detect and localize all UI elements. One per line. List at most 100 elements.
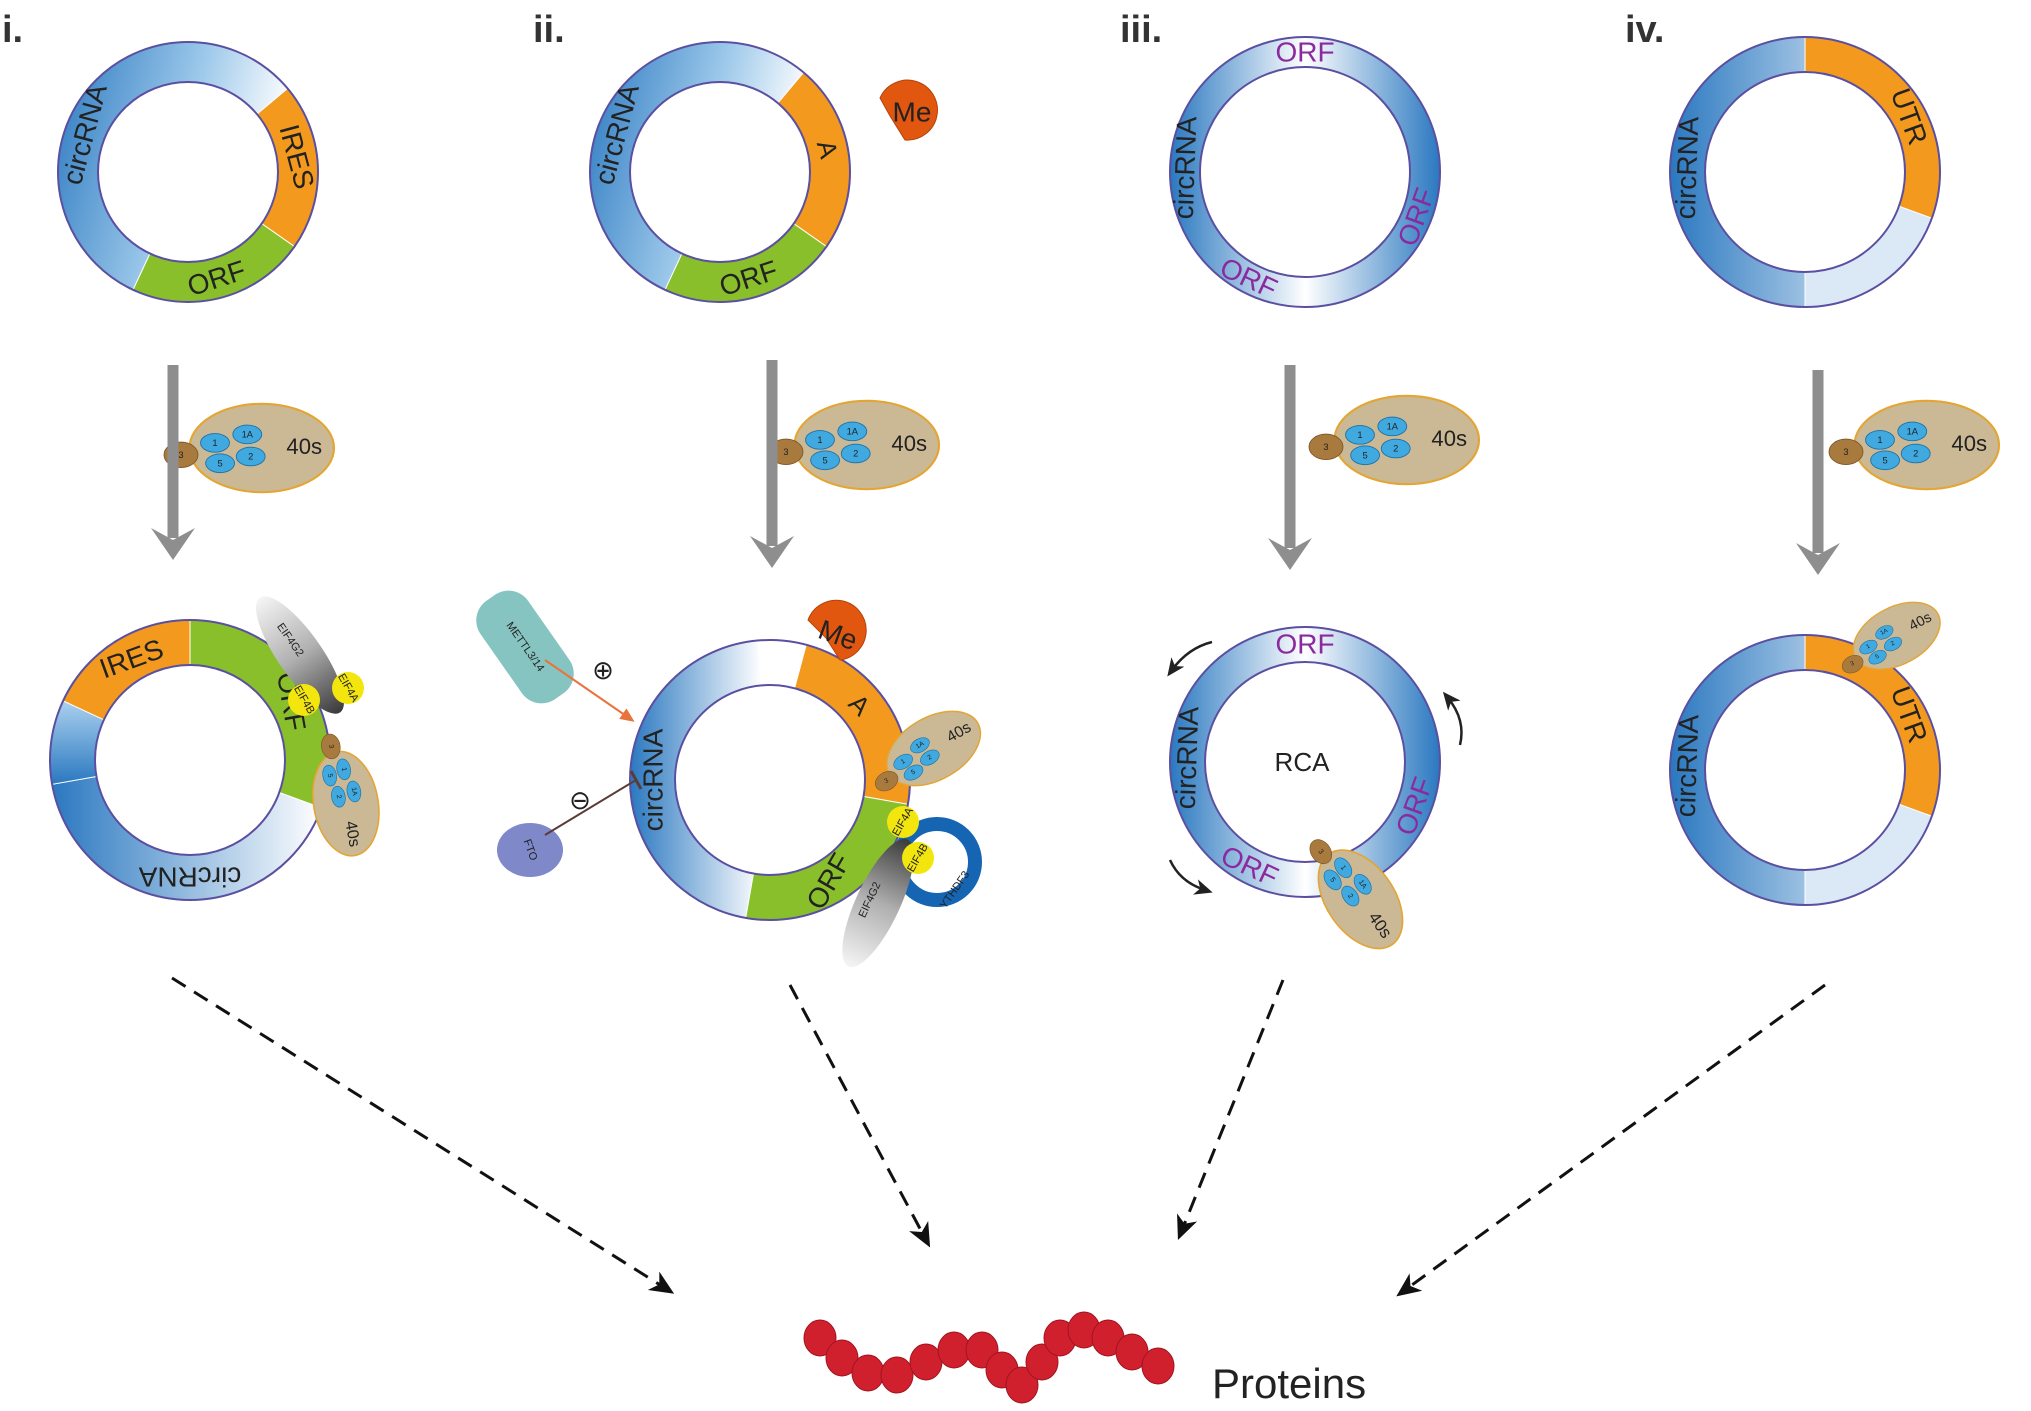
p4-bot-ribosome-factor-label-1: 1A: [1880, 628, 1890, 637]
p4-free-ribosome-factor-label-2: 5: [1882, 455, 1887, 465]
p2-free-ribosome-factor-0: [805, 430, 835, 450]
p1-bot-ribosome-f3: [321, 733, 341, 760]
p1-free-ribosome-label: 40s: [286, 434, 322, 459]
p4-bot-ribosome-f3: [1841, 655, 1864, 674]
p2-free-ribosome-factor-3: [840, 443, 871, 464]
p2-top-me-shape: [879, 79, 938, 141]
p3-top-ring-inner: [1199, 66, 1411, 278]
p1-free-ribosome-factor-label-0: 1: [212, 438, 217, 448]
p2-eif4a-shape: [887, 806, 919, 838]
p1-bot-ribosome-factor-label-0: 1: [340, 767, 348, 772]
protein-bead-8: [1005, 1366, 1039, 1404]
p4-free-ribosome-factor-0: [1865, 430, 1895, 450]
p3-bot-ring-outer: [1169, 626, 1441, 898]
gray-arrow-head-1: [750, 536, 794, 568]
p4-top-ring-inner: [1704, 71, 1906, 273]
p3-free-ribosome-factor-label-1: 1A: [1387, 421, 1399, 431]
p2-bot-ribosome-factor-1: [910, 737, 930, 754]
p3-free-ribosome-f3-label: 3: [1323, 442, 1328, 452]
protein-bead-3: [880, 1356, 914, 1394]
p4-free-ribosome-factor-2: [1870, 450, 1900, 471]
p2-free-ribosome-f3-label: 3: [783, 447, 788, 457]
p3-bot-ribosome-factor-label-3: 2: [1346, 892, 1355, 900]
protein-bead-2: [851, 1354, 885, 1392]
p3-bot-orf1-label: ORF: [1275, 629, 1334, 660]
p1-free-ribosome-factor-3: [235, 446, 266, 467]
p2-mettl-arrow: [544, 659, 635, 722]
p2-eif4g2-shape: [842, 838, 914, 968]
protein-bead-4: [909, 1343, 943, 1381]
p4-free-ribosome-factor-1: [1897, 421, 1928, 442]
p4-free-ribosome-factor-label-1: 1A: [1907, 426, 1919, 436]
p4-free-ribosome-factor-label-0: 1: [1877, 435, 1882, 445]
p3-top-orf1-label: ORF: [1275, 37, 1334, 68]
p2-minus-sign: ⊖: [569, 785, 591, 815]
p3-free-ribosome-factor-1: [1377, 416, 1408, 437]
p4-bot-ribosome-factor-0: [1859, 639, 1878, 655]
p4-free-ribosome-f3-label: 3: [1843, 447, 1848, 457]
p4-top-circ-label: circRNA: [1670, 116, 1705, 220]
p2-free-ribosome-factor-label-2: 5: [822, 455, 827, 465]
gray-arrow-head-0: [151, 528, 195, 560]
p4-bot-ribosome-factor-label-3: 2: [1890, 640, 1896, 647]
p2-fto-bar: [629, 770, 643, 790]
p4-bot-circ-label: circRNA: [1670, 714, 1705, 818]
dashed-arrow-1: [788, 984, 931, 1248]
p3-rot-arrow-2: [1442, 691, 1463, 746]
p2-free-ribosome-factor-2: [810, 450, 840, 471]
p3-bot-ribosome-factor-3: [1341, 885, 1360, 907]
p4-free-ribosome-factor-label-3: 2: [1913, 449, 1918, 459]
p4-bot-ribosome-factor-label-0: 1: [1866, 643, 1872, 650]
gray-arrow-head-2: [1268, 538, 1312, 570]
p1-eif4a-shape: [332, 672, 364, 704]
p3-top-ring-outer: [1169, 36, 1441, 308]
p1-bot-ribosome-factor-0: [336, 758, 351, 781]
p1-top-ring-outer: [57, 41, 319, 303]
p2-bot-ring-inner: [674, 684, 866, 876]
arrows-layer: [151, 360, 1840, 1297]
p1-top-ring-inner: [97, 81, 279, 263]
p3-bot-ring-inner: [1204, 661, 1406, 863]
p2-bot-ribosome-f3: [874, 771, 899, 792]
p2-fto-line: [544, 779, 637, 836]
p3-free-ribosome-factor-label-0: 1: [1357, 430, 1362, 440]
p2-bot-ribosome-factor-3: [920, 749, 940, 766]
p2-fto-shape: [497, 823, 563, 877]
p2-mettl-shape: [476, 590, 574, 704]
p3-free-ribosome-factor-2: [1350, 445, 1380, 466]
p3-free-ribosome-factor-label-2: 5: [1362, 450, 1367, 460]
p4-top-ring-outer: [1669, 36, 1941, 308]
p2-bot-ribosome-factor-label-3: 2: [926, 753, 933, 761]
p3-bot-ribosome-f3-label: 3: [1316, 848, 1325, 856]
panel-label-iv: iv.: [1625, 9, 1664, 51]
p2-free-ribosome-factor-1: [837, 421, 868, 442]
p1-bot-ribosome-factor-2: [322, 764, 337, 787]
p3-free-ribosome-factor-0: [1345, 425, 1375, 445]
p3-rot-arrow-3: [1168, 859, 1213, 895]
p2-plus-sign: ⊕: [592, 655, 614, 685]
p3-free-ribosome-factor-3: [1380, 438, 1411, 459]
p4-bot-ribosome-factor-label-2: 5: [1875, 653, 1881, 660]
p2-bot-ribosome-factor-0: [893, 753, 913, 770]
p1-free-ribosome-factor-2: [205, 453, 235, 474]
p3-bot-ribosome-factor-label-2: 5: [1328, 876, 1337, 884]
p3-bot-ribosome-factor-1: [1353, 874, 1372, 895]
p3-free-ribosome-factor-label-3: 2: [1393, 444, 1398, 454]
panel-label-ii: ii.: [533, 9, 565, 51]
p1-free-ribosome-f3-label: 3: [178, 450, 183, 460]
p3-rot-arrow-1: [1167, 640, 1213, 677]
p1-bot-ribosome-factor-label-3: 2: [335, 794, 343, 799]
p1-bot-ribosome-factor-label-2: 5: [326, 773, 334, 778]
p1-eif4b-shape: [288, 684, 320, 716]
p3-rca-label: RCA: [1275, 747, 1331, 777]
p1-bot-ribosome-f3-label: 3: [327, 744, 335, 749]
p2-bot-circ-label: circRNA: [638, 728, 669, 831]
p3-bot-ribosome-factor-2: [1323, 869, 1342, 891]
